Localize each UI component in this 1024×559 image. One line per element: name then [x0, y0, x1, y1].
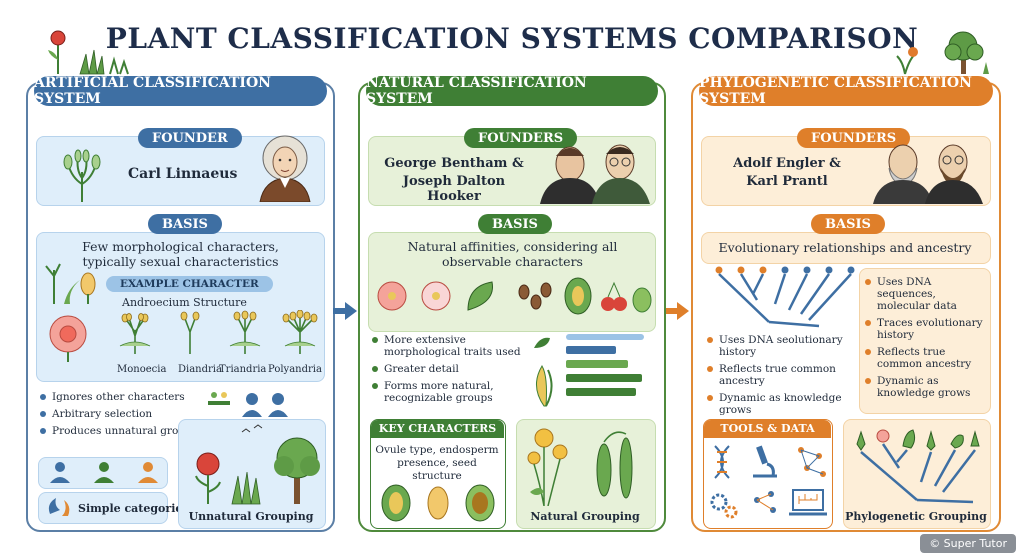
founder-name: Carl Linnaeus	[128, 166, 238, 182]
phylogenetic-basis-label: BASIS	[811, 214, 885, 234]
engler-prantl-portraits	[873, 144, 983, 204]
plant-characters-icons	[377, 277, 652, 315]
key-characters-text: Ovule type, endosperm presence, seed str…	[375, 444, 499, 482]
bullet-item: Traces evolutionary history	[865, 317, 987, 341]
bentham-hooker-portraits	[540, 144, 650, 204]
phylogenetic-grouping-label: Phylogenetic Grouping	[845, 510, 987, 523]
bullet-item: Greater detail	[372, 363, 522, 375]
right-arrow-icon	[665, 302, 689, 320]
artificial-basis-label: BASIS	[148, 214, 222, 234]
network-icon	[798, 447, 826, 477]
founder-line-1: Adolf Engler &	[733, 156, 841, 171]
bullet-item: Reflects true common ancestry	[865, 346, 987, 370]
bullet-item: More extensive morphological traits used	[372, 334, 522, 358]
example-triandria: Triandria	[219, 364, 267, 375]
artificial-basis-box	[36, 232, 325, 382]
example-character-name: Androecium Structure	[122, 296, 247, 309]
category-people-icons	[50, 462, 158, 483]
phylogenetic-tree-diagram	[715, 266, 855, 328]
natural-founders-label: FOUNDERS	[464, 128, 578, 148]
simple-categories-label: Simple categories	[78, 502, 189, 515]
phylogenetic-right-bullets: Uses DNA sequences, molecular data Trace…	[865, 276, 987, 404]
bullet-item: Reflects true common ancestry	[707, 363, 853, 387]
phylogenetic-grouping-illustration	[856, 429, 980, 504]
seed-sections-icons	[381, 484, 495, 522]
founder-line-2: Joseph Dalton Hooker	[402, 174, 506, 204]
tools-icons	[710, 445, 827, 519]
microscope-icon	[753, 445, 777, 478]
laptop-icon	[789, 489, 827, 516]
natural-basis-text: Natural affinities, considering all obse…	[407, 239, 618, 269]
dna-icon	[714, 445, 730, 479]
simple-categories-box	[38, 492, 168, 524]
bullet-item: Dynamic as knowledge grows	[865, 375, 987, 399]
network-icon	[754, 491, 776, 513]
androecium-stamens-icons	[119, 310, 318, 354]
bullet-item: Uses DNA seolutionary history	[707, 334, 853, 358]
natural-basis-box	[368, 232, 656, 332]
example-polyandria: Polyandria	[268, 364, 322, 375]
phylogenetic-founders-label: FOUNDERS	[797, 128, 911, 148]
bullet-item: Ignores other characters	[40, 391, 200, 403]
natural-bullet-list: More extensive morphological traits used…	[372, 334, 522, 409]
phylogenetic-basis-text: Evolutionary relationships and ancestry	[718, 240, 972, 255]
tools-data-label: TOOLS & DATA	[720, 422, 815, 435]
example-monoecia: Monoecia	[117, 364, 167, 375]
tree-decoration	[896, 31, 989, 75]
natural-system-panel: NATURAL CLASSIFICATION SYSTEM FOUNDERS G…	[358, 75, 666, 532]
phylogenetic-notes-box	[859, 268, 991, 414]
artificial-basis-text: Few morphological characters, typically …	[82, 239, 279, 269]
artificial-bullet-list: Ignores other characters Arbitrary selec…	[40, 391, 200, 442]
flower-buds-icon	[45, 263, 96, 304]
tools-data-header-bar	[704, 420, 831, 438]
natural-header: NATURAL CLASSIFICATION SYSTEM	[366, 75, 658, 107]
artificial-founder-label: FOUNDER	[138, 128, 242, 148]
plant-sketch-icon	[63, 149, 101, 202]
phylogenetic-grouping-box	[843, 419, 991, 529]
bullet-item: Arbitrary selection	[40, 408, 200, 420]
key-characters-label: KEY CHARACTERS	[378, 422, 497, 435]
bullet-item: Forms more natural, recognizable groups	[372, 380, 522, 404]
example-diandria: Diandria	[178, 364, 222, 375]
founder-line-2: Karl Prantl	[746, 174, 828, 189]
right-arrow-icon	[333, 302, 357, 320]
page-title: PLANT CLASSIFICATION SYSTEMS COMPARISON	[105, 22, 919, 55]
phylogenetic-system-panel: PHYLOGENETIC CLASSIFICATION SYSTEM FOUND…	[691, 75, 1001, 532]
natural-grouping-label: Natural Grouping	[530, 510, 640, 523]
unnatural-grouping-illustration	[195, 424, 320, 505]
bullet-item: Uses DNA sequences, molecular data	[865, 276, 987, 312]
natural-basis-label: BASIS	[478, 214, 552, 234]
founder-line-1: George Bentham &	[384, 156, 524, 171]
gears-icon	[710, 493, 738, 519]
unnatural-grouping-label: Unnatural Grouping	[188, 510, 314, 523]
trait-bars-illustration	[534, 334, 644, 407]
hibiscus-flower-icon	[49, 315, 87, 362]
bullet-item: Produces unnatural groups	[40, 425, 200, 437]
flower-plants-decoration	[48, 30, 129, 75]
phylogenetic-header: PHYLOGENETIC CLASSIFICATION SYSTEM	[699, 75, 993, 107]
artificial-system-panel: ARTIFICIAL CLASSIFICATION SYSTEM FOUNDER…	[26, 75, 335, 532]
artificial-header: ARTIFICIAL CLASSIFICATION SYSTEM	[34, 75, 327, 107]
phylogenetic-left-bullets: Uses DNA seolutionary history Reflects t…	[707, 334, 853, 421]
example-character-label: EXAMPLE CHARACTER	[106, 276, 273, 292]
bullet-item: Dynamic as knowledge grows	[707, 392, 853, 416]
natural-grouping-illustration	[527, 428, 633, 506]
key-characters-header-bar	[371, 420, 504, 438]
people-group-icon	[208, 392, 288, 417]
linnaeus-portrait	[259, 135, 311, 202]
natural-grouping-box	[516, 419, 656, 529]
watermark: © Super Tutor	[920, 534, 1016, 553]
leaf-curl-icon	[48, 498, 70, 516]
